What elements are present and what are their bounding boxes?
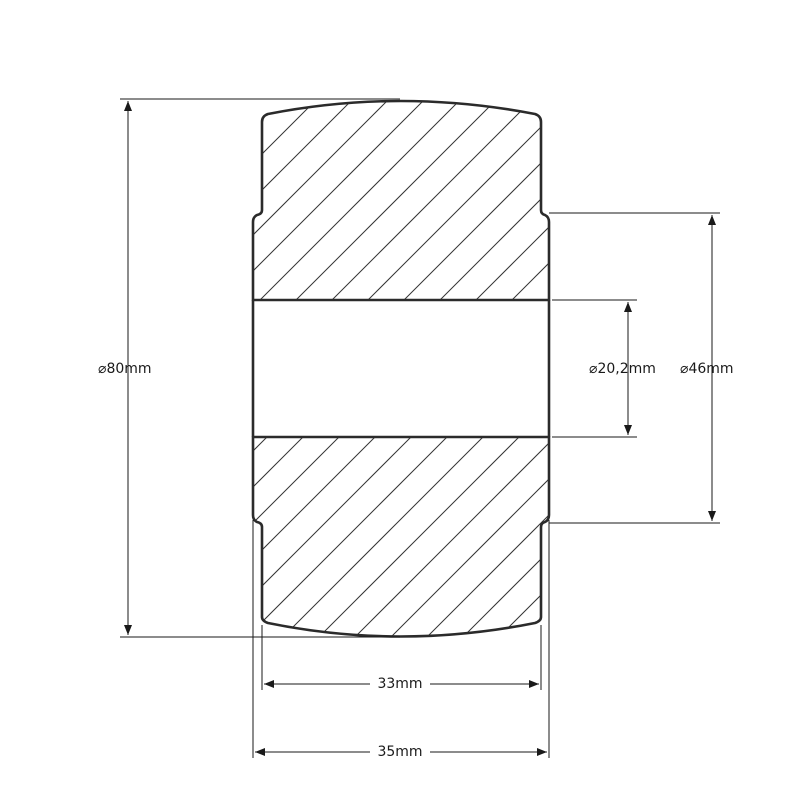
hatch-line: [331, 437, 549, 637]
hatch-line: [790, 80, 800, 310]
hatch-line: [357, 101, 549, 300]
hatch-line: [475, 437, 549, 637]
dimension-bore-diameter: ⌀20,2mm: [552, 299, 656, 438]
hatch-line: [610, 80, 800, 310]
hatch-line: [253, 437, 311, 637]
hatch-line: [0, 430, 58, 660]
hub-width-label: 35mm: [377, 744, 422, 760]
hatch-line: [393, 101, 549, 300]
hatch-line: [0, 80, 156, 310]
hatch-line: [501, 101, 549, 300]
wheel-upper-section-outline: [251, 99, 551, 302]
hatch-line: [253, 101, 337, 300]
hatch-line: [547, 437, 549, 637]
tread-width-label: 33mm: [377, 676, 422, 692]
dimension-hub-width: 35mm: [252, 520, 550, 761]
hatch-line: [0, 430, 130, 660]
hatch-line: [0, 430, 22, 660]
hatch-line: [718, 80, 800, 310]
hatch-line: [259, 437, 491, 637]
hatch-line: [403, 437, 549, 637]
hatch-line: [0, 80, 228, 310]
hatch-line: [0, 430, 166, 660]
hatch-line: [253, 101, 409, 300]
hatch-line: [574, 80, 800, 310]
hatch-line: [465, 101, 549, 300]
hatch-line: [253, 437, 347, 637]
dimension-tread-width: 33mm: [261, 625, 542, 693]
dimension-outer-diameter: ⌀80mm: [98, 98, 400, 638]
hatch-line: [321, 101, 549, 300]
hatch-line: [0, 80, 120, 310]
hatch-line: [253, 101, 373, 300]
hatch-line: [0, 430, 94, 660]
hatch-line: [537, 101, 549, 300]
hatch-line: [253, 437, 419, 637]
hatch-line: [0, 80, 192, 310]
section-hatching-bottom: [0, 430, 800, 660]
hatch-line: [646, 80, 800, 310]
hatch-line: [8, 430, 238, 660]
hatch-line: [253, 101, 445, 300]
hatch-line: [620, 430, 800, 660]
hatch-line: [253, 101, 265, 300]
hatch-line: [682, 80, 800, 310]
hatch-line: [584, 430, 800, 660]
outer-diameter-label: ⌀80mm: [98, 361, 152, 377]
hatch-line: [253, 437, 455, 637]
hatch-line: [285, 101, 517, 300]
bore-diameter-label: ⌀20,2mm: [589, 361, 656, 377]
hatch-line: [295, 437, 527, 637]
hatch-line: [429, 101, 549, 300]
hatch-line: [439, 437, 549, 637]
hatch-line: [754, 80, 800, 310]
wheel-lower-section-outline: [251, 435, 551, 638]
hub-diameter-label: ⌀46mm: [680, 361, 734, 377]
dimension-hub-diameter: ⌀46mm: [549, 212, 734, 524]
hatch-line: [0, 430, 202, 660]
hatch-line: [511, 437, 549, 637]
hatch-line: [367, 437, 549, 637]
hatch-line: [253, 101, 481, 300]
section-hatching-top: [0, 80, 800, 310]
hatch-line: [253, 437, 383, 637]
hatch-line: [253, 437, 275, 637]
